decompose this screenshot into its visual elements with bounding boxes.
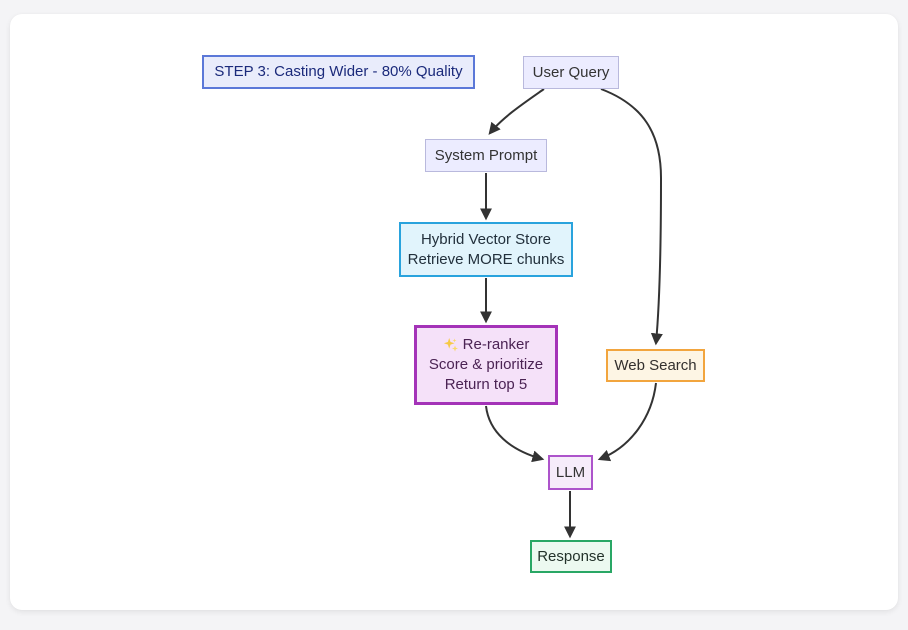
reranker-line3: Return top 5 (444, 376, 528, 393)
reranker-title-line: Re-ranker (443, 335, 530, 355)
node-web-search: Web Search (606, 349, 705, 382)
node-hybrid-vector-store: Hybrid Vector Store Retrieve MORE chunks (399, 222, 573, 277)
node-system-prompt: System Prompt (425, 139, 547, 172)
node-llm: LLM (548, 455, 593, 490)
web-search-label: Web Search (614, 356, 697, 374)
system-prompt-label: System Prompt (434, 146, 538, 164)
node-reranker: Re-ranker Score & prioritize Return top … (414, 325, 558, 405)
vector-store-line1: Hybrid Vector Store (420, 230, 552, 248)
step-title-label: STEP 3: Casting Wider - 80% Quality (214, 63, 463, 80)
reranker-title-label: Re-ranker (462, 336, 530, 353)
response-label: Response (537, 547, 605, 565)
step-title-box: STEP 3: Casting Wider - 80% Quality (202, 55, 475, 89)
vector-store-line2: Retrieve MORE chunks (407, 250, 565, 268)
reranker-line2: Score & prioritize (428, 356, 544, 373)
node-response: Response (530, 540, 612, 573)
node-user-query: User Query (523, 56, 619, 89)
diagram-card (10, 14, 898, 610)
user-query-label: User Query (532, 63, 610, 81)
llm-label: LLM (555, 463, 586, 481)
sparkles-icon (443, 338, 458, 352)
